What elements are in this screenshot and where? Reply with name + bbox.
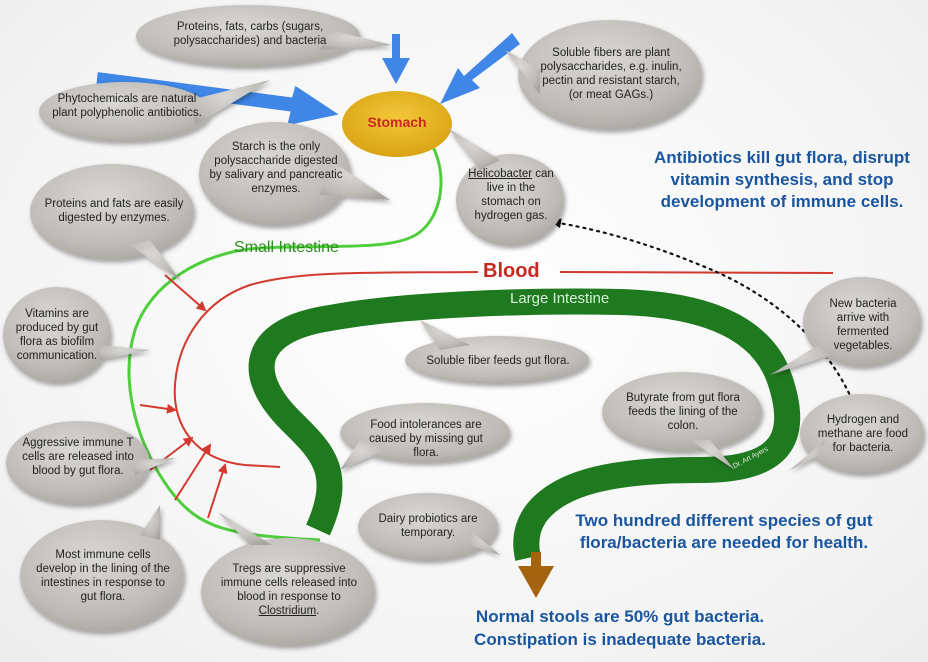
bubble-starch-text: Starch is the only polysaccharide digest… — [209, 141, 343, 195]
bubble-most-immune-text: Most immune cells develop in the lining … — [36, 549, 170, 603]
stomach — [342, 91, 452, 157]
headline-normal-stools: Normal stools are 50% gut bacteria. — [475, 607, 765, 626]
tregs-clostridium: Clostridium — [258, 605, 317, 617]
bubble-helicobacter-text: Helicobacter can live in the stomach on … — [466, 167, 556, 223]
headline-antibiotics: Antibiotics kill gut flora, disrupt vita… — [654, 148, 910, 211]
bubble-soluble-fiber-feeds-text: Soluble fiber feeds gut flora. — [426, 355, 570, 367]
bubble-vitamins — [3, 287, 150, 383]
helicobacter-rest: can live in the stomach on hydrogen gas. — [474, 168, 554, 222]
bubble-tregs — [201, 512, 375, 646]
dotted-arrow — [551, 218, 854, 402]
bubble-most-immune — [20, 505, 184, 632]
bubble-hydrogen — [790, 394, 924, 474]
large-intestine-tube — [248, 288, 801, 561]
bubble-phytochemicals-text: Phytochemicals are natural plant polyphe… — [52, 93, 202, 119]
bubble-hydrogen-text: Hydrogen and methane are food for bacter… — [817, 414, 909, 454]
bubble-soluble-fiber-feeds — [405, 320, 589, 384]
bubble-aggressive-text: Aggressive immune T cells are released i… — [22, 437, 134, 477]
bubble-tregs-text: Tregs are suppressive immune cells relea… — [216, 562, 362, 618]
bubble-butyrate-text: Butyrate from gut flora feeds the lining… — [626, 392, 740, 432]
bubble-phytochemicals — [39, 80, 270, 142]
bubble-food-intolerances-text: Food intolerances are caused by missing … — [369, 419, 483, 459]
bubble-dairy-text: Dairy probiotics are temporary. — [378, 513, 478, 539]
tregs-main: Tregs are suppressive immune cells relea… — [220, 563, 358, 603]
helicobacter-name: Helicobacter — [468, 168, 533, 180]
bubble-starch — [199, 122, 390, 226]
small-intestine-tube — [127, 144, 443, 542]
bubble-vitamins-text: Vitamins are produced by gut flora as bi… — [15, 308, 99, 362]
bubble-food-intolerances — [340, 403, 510, 470]
headline-two-hundred: Two hundred different species of gut flo… — [575, 511, 873, 552]
stomach-label: Stomach — [367, 114, 427, 130]
bubble-proteins-fats — [30, 164, 194, 280]
bubble-new-bacteria-text: New bacteria arrive with fermented veget… — [829, 298, 897, 352]
tregs-end: . — [316, 605, 320, 617]
bubble-foods-text: Proteins, fats, carbs (sugars, polysacch… — [173, 21, 327, 47]
bubble-soluble-fibers — [505, 20, 702, 130]
speech-bubbles — [3, 5, 924, 646]
bubble-dairy — [358, 493, 500, 561]
stool-arrow — [518, 552, 554, 598]
large-intestine-label: Large Intestine — [510, 290, 610, 307]
bubble-butyrate — [602, 372, 762, 470]
headline-constipation: Constipation is inadequate bacteria. — [474, 630, 766, 649]
blood-label: Blood — [483, 260, 540, 282]
small-intestine-label: Small Intestine — [234, 239, 339, 256]
bubble-new-bacteria — [770, 277, 921, 375]
bubble-proteins-fats-text: Proteins and fats are easily digested by… — [44, 198, 184, 224]
bubble-aggressive — [6, 421, 175, 505]
bubble-helicobacter — [448, 128, 564, 246]
bubble-foods — [136, 5, 392, 67]
red-arrows — [139, 274, 228, 519]
bubble-soluble-fibers-text: Soluble fibers are plant polysaccharides… — [540, 47, 682, 101]
